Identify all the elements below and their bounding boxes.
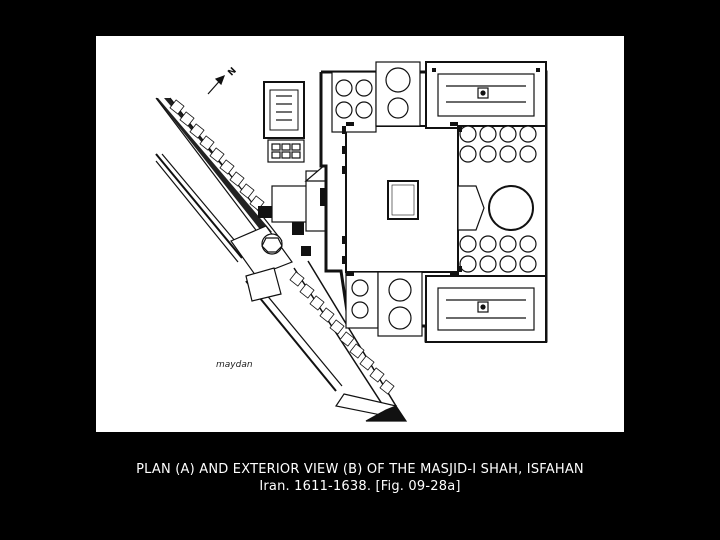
maydan-arcade bbox=[155, 97, 408, 422]
central-courtyard bbox=[345, 125, 459, 273]
north-domed-cells bbox=[331, 61, 421, 133]
maydan-label: maydan bbox=[216, 360, 253, 370]
masjid-plan-drawing: N maydan bbox=[155, 61, 548, 422]
small-madrasa bbox=[263, 81, 305, 163]
caption-subtitle: Iran. 1611-1638. [Fig. 09-28a] bbox=[259, 479, 461, 494]
north-label: N bbox=[226, 66, 238, 78]
wall-piers bbox=[342, 122, 462, 276]
lower-side-court bbox=[425, 275, 547, 343]
upper-side-court bbox=[425, 61, 547, 129]
south-domed-cells bbox=[345, 271, 423, 337]
caption-title: PLAN (A) AND EXTERIOR VIEW (B) OF THE MA… bbox=[136, 462, 584, 477]
slide-caption: PLAN (A) AND EXTERIOR VIEW (B) OF THE MA… bbox=[0, 461, 720, 495]
north-arrow-icon bbox=[207, 74, 226, 95]
sanctuary-domes bbox=[457, 125, 547, 277]
plan-image: N maydan bbox=[96, 36, 624, 432]
